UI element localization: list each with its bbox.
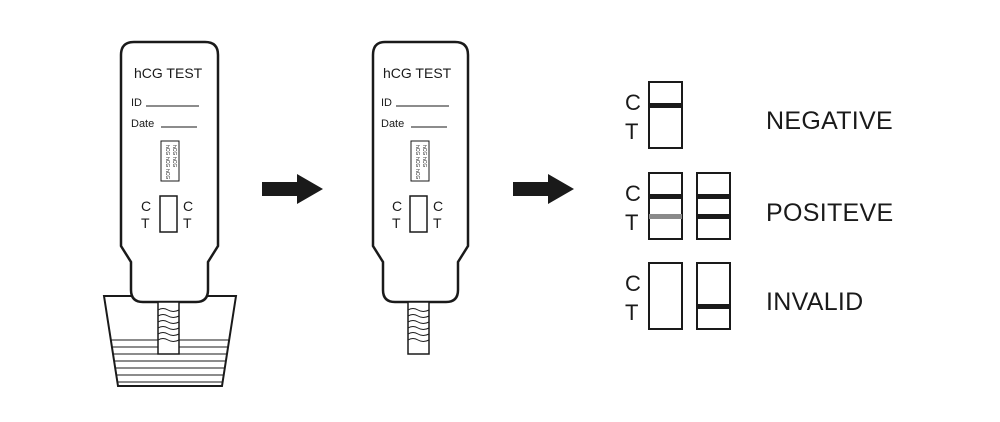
invalid-result-window xyxy=(648,262,683,330)
sample-tip xyxy=(157,301,180,355)
negative-result-label: NEGATIVE xyxy=(766,107,893,135)
test-line-label: T xyxy=(141,215,150,231)
strip-text: hCG xyxy=(421,157,427,167)
invalid-control-label: C xyxy=(625,271,641,296)
strip-text: hCG xyxy=(421,145,427,155)
negative-result-window xyxy=(648,81,683,149)
positive-result-label: POSITEVE xyxy=(766,199,894,227)
test-line-label-right: T xyxy=(433,215,442,231)
positive-result-windows xyxy=(648,172,731,240)
test-line-mark xyxy=(697,304,730,309)
control-line-label-right: C xyxy=(433,198,443,214)
strip-text: hCG xyxy=(414,157,420,167)
result-window xyxy=(159,195,178,233)
control-line-label: C xyxy=(392,198,402,214)
result-window xyxy=(409,195,428,233)
control-line-mark xyxy=(649,103,682,108)
step-arrow-1 xyxy=(262,174,323,204)
cassette-title: hCG TEST xyxy=(383,65,452,81)
control-line-label: C xyxy=(141,198,151,214)
control-line-mark xyxy=(649,194,682,199)
date-field-label: Date xyxy=(131,118,154,130)
invalid-test-label: T xyxy=(625,300,638,325)
control-line-mark xyxy=(697,194,730,199)
id-field-label: ID xyxy=(381,97,392,109)
strip-text: hCG xyxy=(414,145,420,155)
results-section: C T C T C T xyxy=(625,81,731,330)
date-field-label: Date xyxy=(381,118,404,130)
strip-text: hCG xyxy=(171,157,177,167)
cassette-title: hCG TEST xyxy=(134,65,203,81)
positive-test-label: T xyxy=(625,210,638,235)
negative-test-label: T xyxy=(625,119,638,144)
sample-tip xyxy=(407,301,430,355)
step-arrow-2 xyxy=(513,174,574,204)
invalid-result-label: INVALID xyxy=(766,288,864,316)
negative-result-windows xyxy=(648,81,683,149)
positive-result-window xyxy=(648,172,683,240)
negative-control-label: C xyxy=(625,90,641,115)
positive-result-window xyxy=(696,172,731,240)
test-line-label: T xyxy=(392,215,401,231)
strip-text: hCG xyxy=(164,169,170,179)
test-line-label-right: T xyxy=(183,215,192,231)
positive-control-label: C xyxy=(625,181,641,206)
control-line-label-right: C xyxy=(183,198,193,214)
test-line-mark xyxy=(697,214,730,219)
strip-text: hCG xyxy=(164,145,170,155)
strip-text: hCG xyxy=(414,169,420,179)
strip-text: hCG xyxy=(171,145,177,155)
invalid-result-window xyxy=(696,262,731,330)
test-line-mark xyxy=(649,214,682,219)
invalid-result-windows xyxy=(648,262,731,330)
id-field-label: ID xyxy=(131,97,142,109)
strip-text: hCG xyxy=(164,157,170,167)
